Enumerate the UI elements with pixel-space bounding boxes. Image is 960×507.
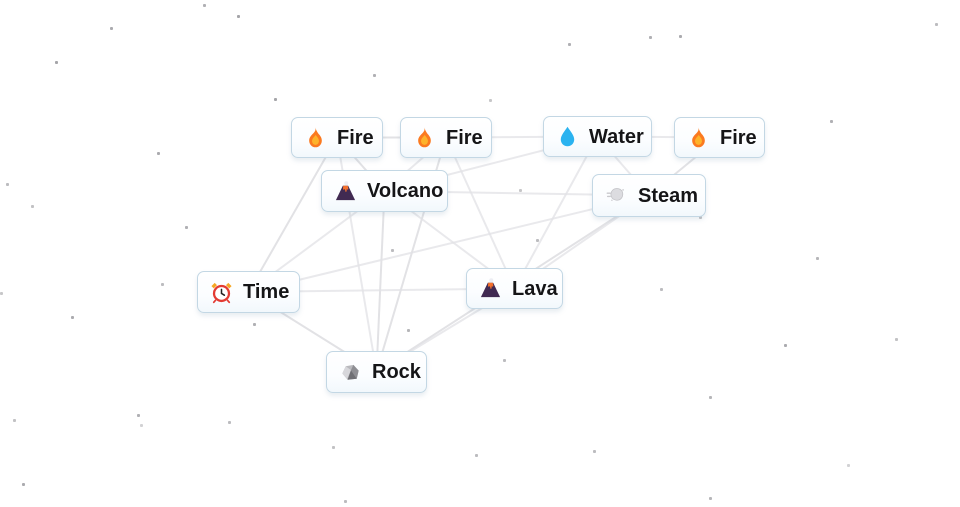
element-card-rock-1[interactable]: Rock [326,351,427,393]
background-dot [679,35,682,38]
water-icon [556,125,579,148]
background-dot [31,205,34,208]
fire-icon [413,126,436,149]
background-dot [203,4,206,7]
element-label: Lava [512,277,558,300]
background-dot [157,152,160,155]
background-dot [830,120,833,123]
background-dot [344,500,347,503]
background-dot [13,419,16,422]
element-label: Rock [372,361,421,383]
element-label: Fire [446,126,483,149]
background-dot [22,483,25,486]
background-dot [140,424,143,427]
background-dot [274,98,277,101]
element-card-fire-2[interactable]: Fire [400,117,492,158]
background-dot [709,396,712,399]
element-card-water-1[interactable]: Water [543,116,652,157]
background-dot [489,99,492,102]
background-dot [593,450,596,453]
background-dot [660,288,663,291]
background-dot [228,421,231,424]
background-dot [895,338,898,341]
element-card-volcano-1[interactable]: Volcano [321,170,448,212]
background-dot [0,292,3,295]
background-dot [332,446,335,449]
background-dot [55,61,58,64]
background-dot [568,43,571,46]
background-dot [185,226,188,229]
background-dot [237,15,240,18]
background-dot [161,283,164,286]
element-label: Water [589,125,644,148]
background-dot [699,216,702,219]
element-label: Time [243,281,290,303]
rock-icon [339,361,362,384]
element-card-fire-1[interactable]: Fire [291,117,383,158]
element-card-steam-1[interactable]: Steam [592,174,706,217]
element-label: Steam [638,184,699,207]
background-dot [649,36,652,39]
element-card-time-1[interactable]: Time [197,271,300,313]
element-label: Volcano [367,180,444,202]
alarm-clock-icon [210,281,233,304]
background-dot [373,74,376,77]
background-dot [110,27,113,30]
element-label: Fire [720,126,757,149]
element-card-lava-1[interactable]: Lava [466,268,563,309]
background-dot [137,414,140,417]
background-dot [816,257,819,260]
element-card-fire-3[interactable]: Fire [674,117,765,158]
volcano-icon [479,277,502,300]
volcano-icon [334,180,357,203]
background-dot [784,344,787,347]
background-dot [709,497,712,500]
background-dot [71,316,74,319]
background-dot [6,183,9,186]
background-dot [935,23,938,26]
fire-icon [304,126,327,149]
background-dot [475,454,478,457]
element-label: Fire [337,126,374,149]
steam-icon [605,184,628,207]
fire-icon [687,126,710,149]
background-dot [847,464,850,467]
